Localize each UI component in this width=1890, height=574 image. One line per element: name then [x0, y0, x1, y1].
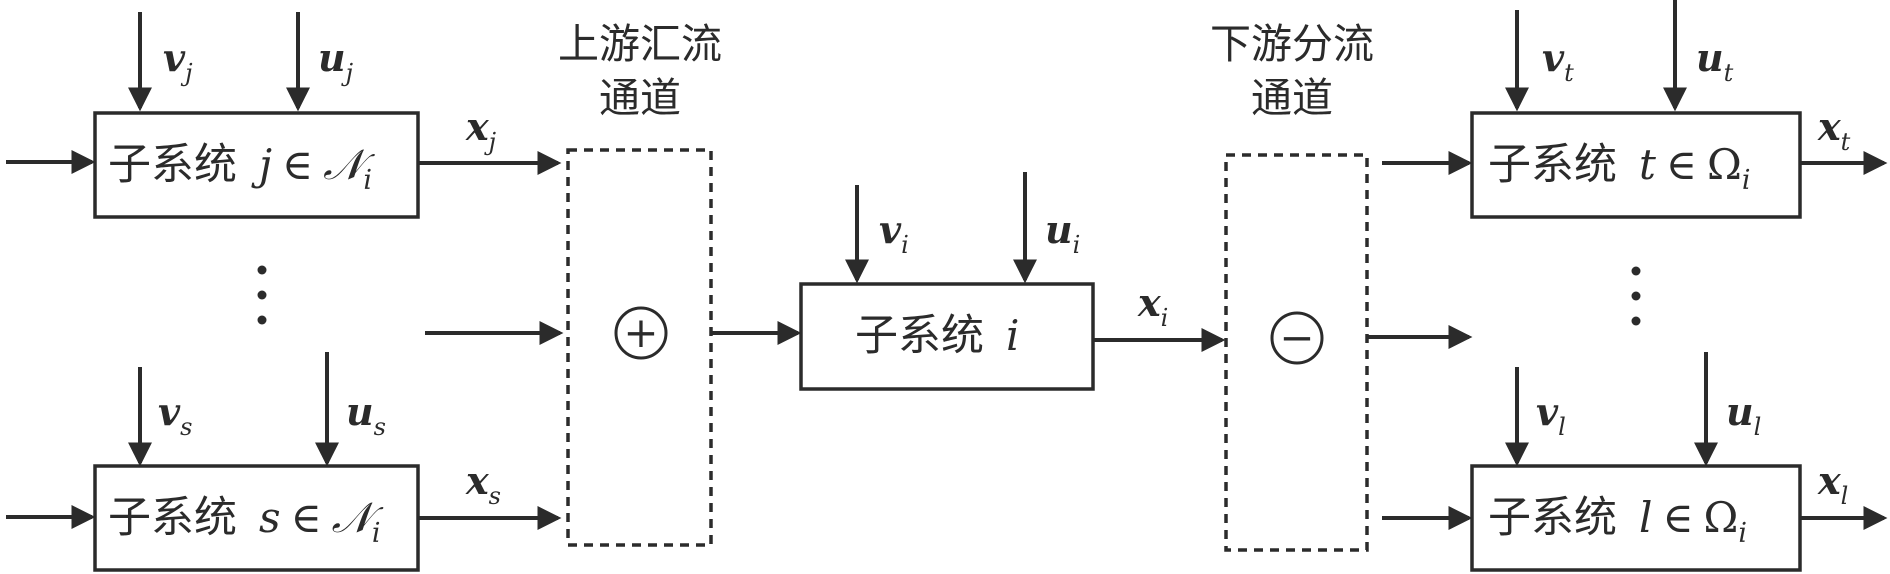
plus-operator: + — [623, 308, 658, 357]
ellipsis-right — [1631, 266, 1641, 326]
subsystem-box-j — [93, 111, 420, 219]
downstream-channel-title-line1: 下游分流 — [1210, 20, 1374, 68]
downstream-channel-box — [1224, 153, 1369, 552]
v-label-i: vi — [879, 207, 909, 259]
x-label-j: xj — [465, 104, 497, 156]
minus-operator: − — [1279, 313, 1314, 362]
upstream-channel-box — [566, 148, 713, 547]
x-label-i: xi — [1137, 280, 1168, 332]
u-label-s: us — [346, 389, 386, 441]
downstream-channel: 下游分流 通道 − — [1210, 20, 1374, 552]
subsystem-box-s — [93, 464, 420, 572]
u-label-t: ut — [1696, 35, 1734, 87]
u-label-j: uj — [318, 35, 354, 87]
subsystem-box-i — [799, 282, 1095, 391]
v-label-s: vs — [158, 389, 192, 441]
u-label-i: ui — [1045, 207, 1080, 259]
x-label-s: xs — [465, 458, 501, 510]
v-label-j: vj — [163, 35, 193, 87]
v-label-t: vt — [1542, 35, 1574, 87]
v-label-l: vl — [1536, 389, 1566, 441]
x-label-t: xt — [1817, 104, 1851, 156]
u-label-l: ul — [1726, 389, 1761, 441]
plus-circle-icon — [614, 306, 668, 360]
x-label-l: xl — [1817, 458, 1848, 510]
upstream-channel: 上游汇流 通道 + — [558, 20, 722, 547]
minus-circle-icon — [1270, 311, 1324, 365]
upstream-channel-title-line2: 通道 — [599, 74, 681, 122]
subsystem-box-l — [1470, 464, 1802, 572]
downstream-channel-title-line2: 通道 — [1251, 74, 1333, 122]
upstream-channel-title-line1: 上游汇流 — [558, 20, 722, 68]
ellipsis-left — [257, 265, 267, 325]
subsystem-box-t — [1470, 111, 1802, 219]
